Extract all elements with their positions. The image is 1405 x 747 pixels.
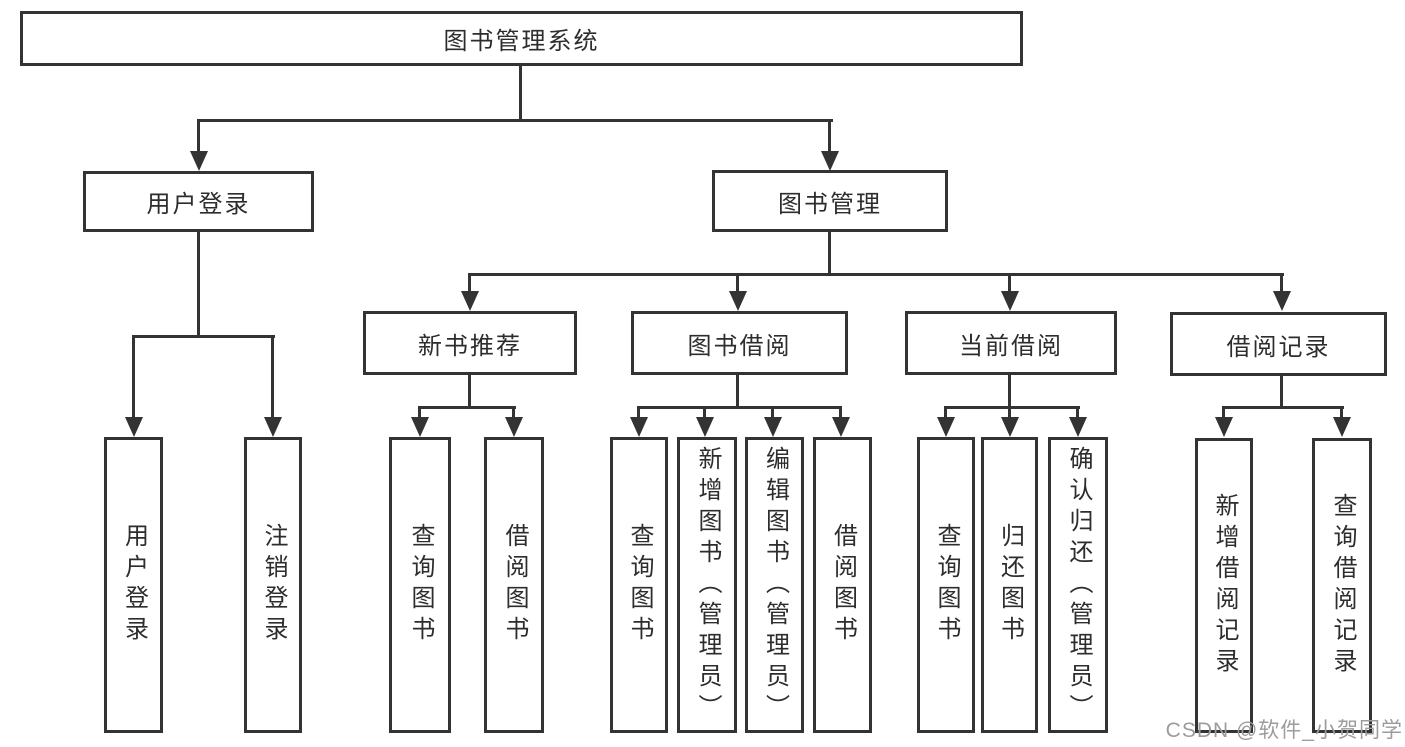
- connector-user-login-stem: [197, 231, 200, 337]
- root-node: 图书管理系统: [20, 11, 1023, 66]
- leaf-label: 查询图书: [407, 523, 434, 647]
- leaf-borrow-books-recommend: 借阅图书: [484, 437, 544, 733]
- arrowhead: [264, 417, 282, 437]
- section-borrow-records: 借阅记录: [1170, 312, 1387, 376]
- leaf-label: 注销登录: [260, 523, 287, 647]
- csdn-watermark: CSDN @软件_小贺同学: [1165, 719, 1403, 742]
- leaf-label: 用户登录: [120, 523, 148, 647]
- leaf-add-borrow-record: 新增借阅记录: [1195, 438, 1253, 733]
- connector-to-user-login: [197, 119, 200, 153]
- connector-root-stem: [519, 66, 522, 122]
- connector-to-section: [1008, 273, 1011, 295]
- arrowhead: [190, 151, 208, 171]
- arrowhead: [1333, 417, 1351, 437]
- connector-to-leaf: [637, 406, 640, 420]
- leaf-return-books: 归还图书: [981, 437, 1038, 733]
- connector-to-leaf: [1076, 406, 1079, 420]
- root-node-label: 图书管理系统: [443, 28, 600, 55]
- leaf-label: 确认归还（管理员）: [1065, 445, 1092, 725]
- section-label: 借阅记录: [1226, 333, 1331, 361]
- arrowhead: [125, 417, 143, 437]
- connector-section-bar: [1222, 406, 1344, 409]
- connector-to-leaf: [132, 335, 135, 421]
- leaf-edit-books-admin: 编辑图书（管理员）: [745, 437, 804, 733]
- section-label: 图书借阅: [687, 332, 792, 360]
- section-current-borrow: 当前借阅: [905, 311, 1117, 375]
- leaf-label: 查询图书: [933, 523, 960, 647]
- leaf-label: 新增借阅记录: [1211, 492, 1238, 679]
- connector-to-leaf: [1340, 406, 1343, 420]
- arrowhead: [411, 417, 429, 437]
- connector-section-bar: [418, 406, 516, 409]
- arrowhead: [1001, 417, 1019, 437]
- leaf-query-books-current: 查询图书: [917, 437, 975, 733]
- leaf-label: 查询图书: [626, 523, 653, 647]
- leaf-label: 借阅图书: [501, 523, 528, 647]
- branch-book-management: 图书管理: [712, 170, 948, 232]
- connector-to-leaf: [771, 406, 774, 420]
- arrowhead: [764, 417, 782, 437]
- arrowhead: [937, 417, 955, 437]
- branch-book-management-label: 图书管理: [778, 190, 882, 218]
- arrowhead: [630, 417, 648, 437]
- leaf-add-books-admin: 新增图书（管理员）: [677, 437, 737, 733]
- leaf-borrow-books: 借阅图书: [813, 437, 872, 733]
- connector-book-management-stem: [828, 231, 831, 275]
- section-label: 当前借阅: [959, 332, 1063, 360]
- leaf-label: 查询借阅记录: [1329, 492, 1356, 679]
- section-book-borrow: 图书借阅: [631, 311, 848, 375]
- connector-level3-bar: [468, 273, 1284, 276]
- connector-to-leaf: [1222, 406, 1225, 420]
- leaf-confirm-return-admin: 确认归还（管理员）: [1048, 437, 1108, 733]
- leaf-label: 借阅图书: [829, 523, 857, 647]
- leaf-label: 新增图书（管理员）: [694, 445, 721, 725]
- arrowhead: [821, 151, 839, 171]
- arrowhead: [1069, 417, 1087, 437]
- connector-section-bar: [944, 406, 1080, 409]
- leaf-query-borrow-record: 查询借阅记录: [1312, 438, 1372, 733]
- connector-to-leaf: [703, 406, 706, 420]
- connector-section-stem: [1008, 374, 1011, 406]
- connector-section-stem: [468, 374, 471, 406]
- arrowhead: [1215, 417, 1233, 437]
- arrowhead: [832, 417, 850, 437]
- connector-user-login-bar: [132, 335, 275, 338]
- leaf-label: 编辑图书（管理员）: [761, 445, 789, 725]
- arrowhead: [696, 417, 714, 437]
- branch-user-login: 用户登录: [83, 171, 314, 232]
- connector-to-leaf: [271, 335, 274, 421]
- connector-level2-bar: [197, 119, 833, 122]
- arrowhead: [505, 417, 523, 437]
- leaf-user-login: 用户登录: [104, 437, 163, 733]
- connector-to-leaf: [944, 406, 947, 420]
- connector-to-book-management: [828, 119, 831, 153]
- connector-to-leaf: [1008, 406, 1011, 420]
- arrowhead: [1273, 291, 1291, 311]
- connector-section-bar: [637, 406, 842, 409]
- section-new-book-recommend: 新书推荐: [363, 311, 577, 375]
- connector-to-leaf: [839, 406, 842, 420]
- leaf-query-books-borrow: 查询图书: [610, 437, 668, 733]
- connector-to-leaf: [418, 406, 421, 420]
- arrowhead: [729, 291, 747, 311]
- arrowhead: [1001, 291, 1019, 311]
- section-label: 新书推荐: [418, 332, 522, 360]
- connector-to-section: [736, 273, 739, 295]
- connector-section-stem: [1280, 376, 1283, 406]
- leaf-query-books-recommend: 查询图书: [389, 437, 451, 733]
- leaf-logout: 注销登录: [244, 437, 302, 733]
- connector-to-section: [468, 273, 471, 295]
- connector-to-leaf: [512, 406, 515, 420]
- arrowhead: [461, 291, 479, 311]
- connector-section-stem: [736, 374, 739, 406]
- leaf-label: 归还图书: [996, 523, 1024, 647]
- connector-to-section: [1280, 273, 1283, 295]
- branch-user-login-label: 用户登录: [146, 191, 251, 218]
